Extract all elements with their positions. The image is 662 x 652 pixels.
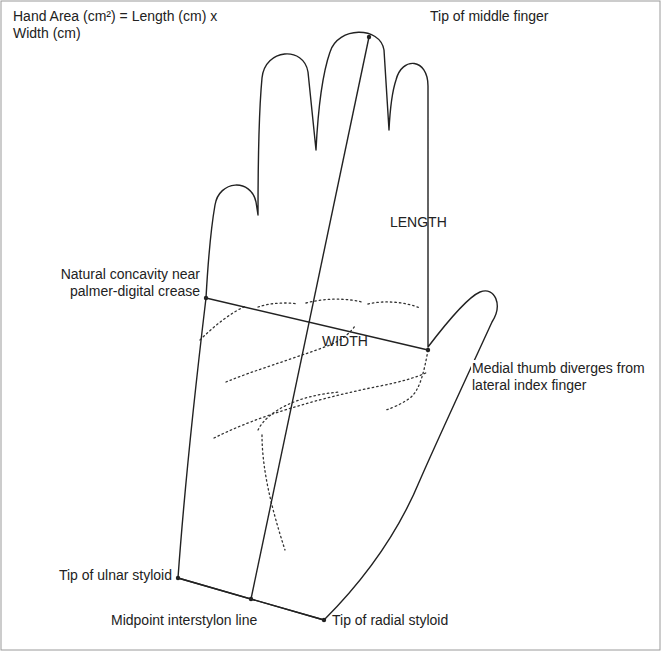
- landmark-dot: [249, 597, 253, 601]
- landmark-label: Tip of radial styloid: [332, 612, 448, 629]
- landmark-dot: [204, 296, 208, 300]
- landmark-dot: [176, 576, 180, 580]
- dimension-label: LENGTH: [390, 214, 447, 231]
- life-line: [258, 392, 340, 550]
- hand-outline: [178, 32, 497, 620]
- palm-creases: [200, 299, 428, 550]
- digital-crease: [258, 303, 298, 307]
- dimension-label: WIDTH: [322, 333, 368, 350]
- landmark-label: Natural concavity near palmer-digital cr…: [34, 266, 200, 300]
- palm-crease: [200, 306, 246, 340]
- thumb-crease: [386, 350, 428, 410]
- head-line: [214, 372, 428, 438]
- landmark-label: Tip of ulnar styloid: [59, 567, 172, 584]
- landmark-label: Tip of middle finger: [430, 8, 549, 25]
- landmark-dot: [367, 35, 371, 39]
- width-line: [206, 298, 428, 350]
- landmark-label: Medial thumb diverges from lateral index…: [471, 360, 658, 394]
- measure-points: [176, 35, 430, 622]
- length-line: [251, 37, 369, 599]
- landmark-dot: [426, 348, 430, 352]
- landmark-dot: [322, 618, 326, 622]
- landmark-label: Midpoint interstylon line: [110, 612, 258, 629]
- formula-note: Hand Area (cm²) = Length (cm) x Width (c…: [13, 8, 245, 42]
- digital-crease: [368, 302, 420, 308]
